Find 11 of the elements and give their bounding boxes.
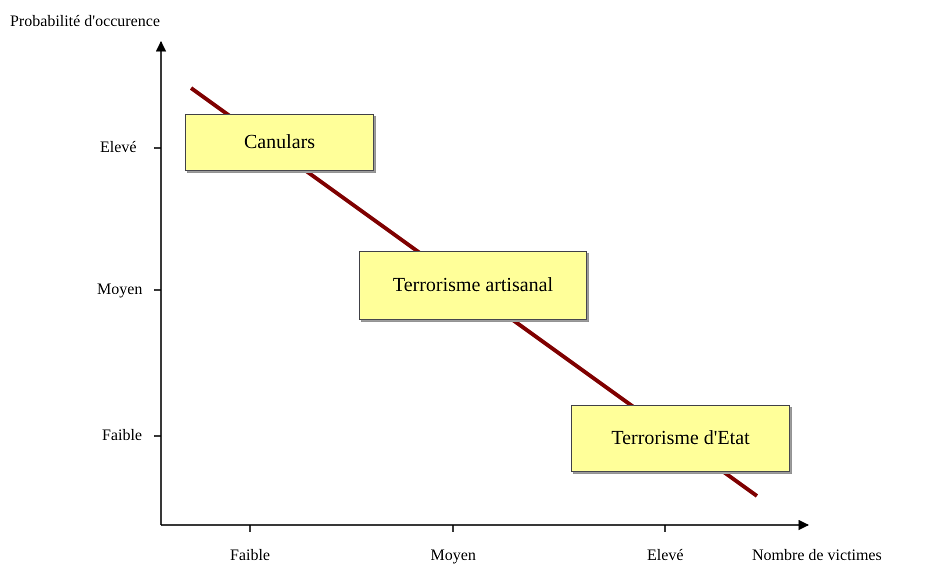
tick-label: Elevé (647, 546, 684, 566)
axis-title: Probabilité d'occurence (10, 12, 160, 32)
tick-label: Faible (102, 426, 142, 446)
tick-label: Elevé (100, 138, 136, 158)
label-box: Canulars (185, 114, 374, 171)
tick-label: Moyen (97, 280, 142, 300)
axis-title: Nombre de victimes (752, 546, 882, 566)
label-box: Terrorisme artisanal (359, 251, 587, 320)
tick-label: Moyen (430, 546, 476, 566)
tick-label: Faible (230, 546, 270, 566)
label-box: Terrorisme d'Etat (571, 405, 790, 472)
